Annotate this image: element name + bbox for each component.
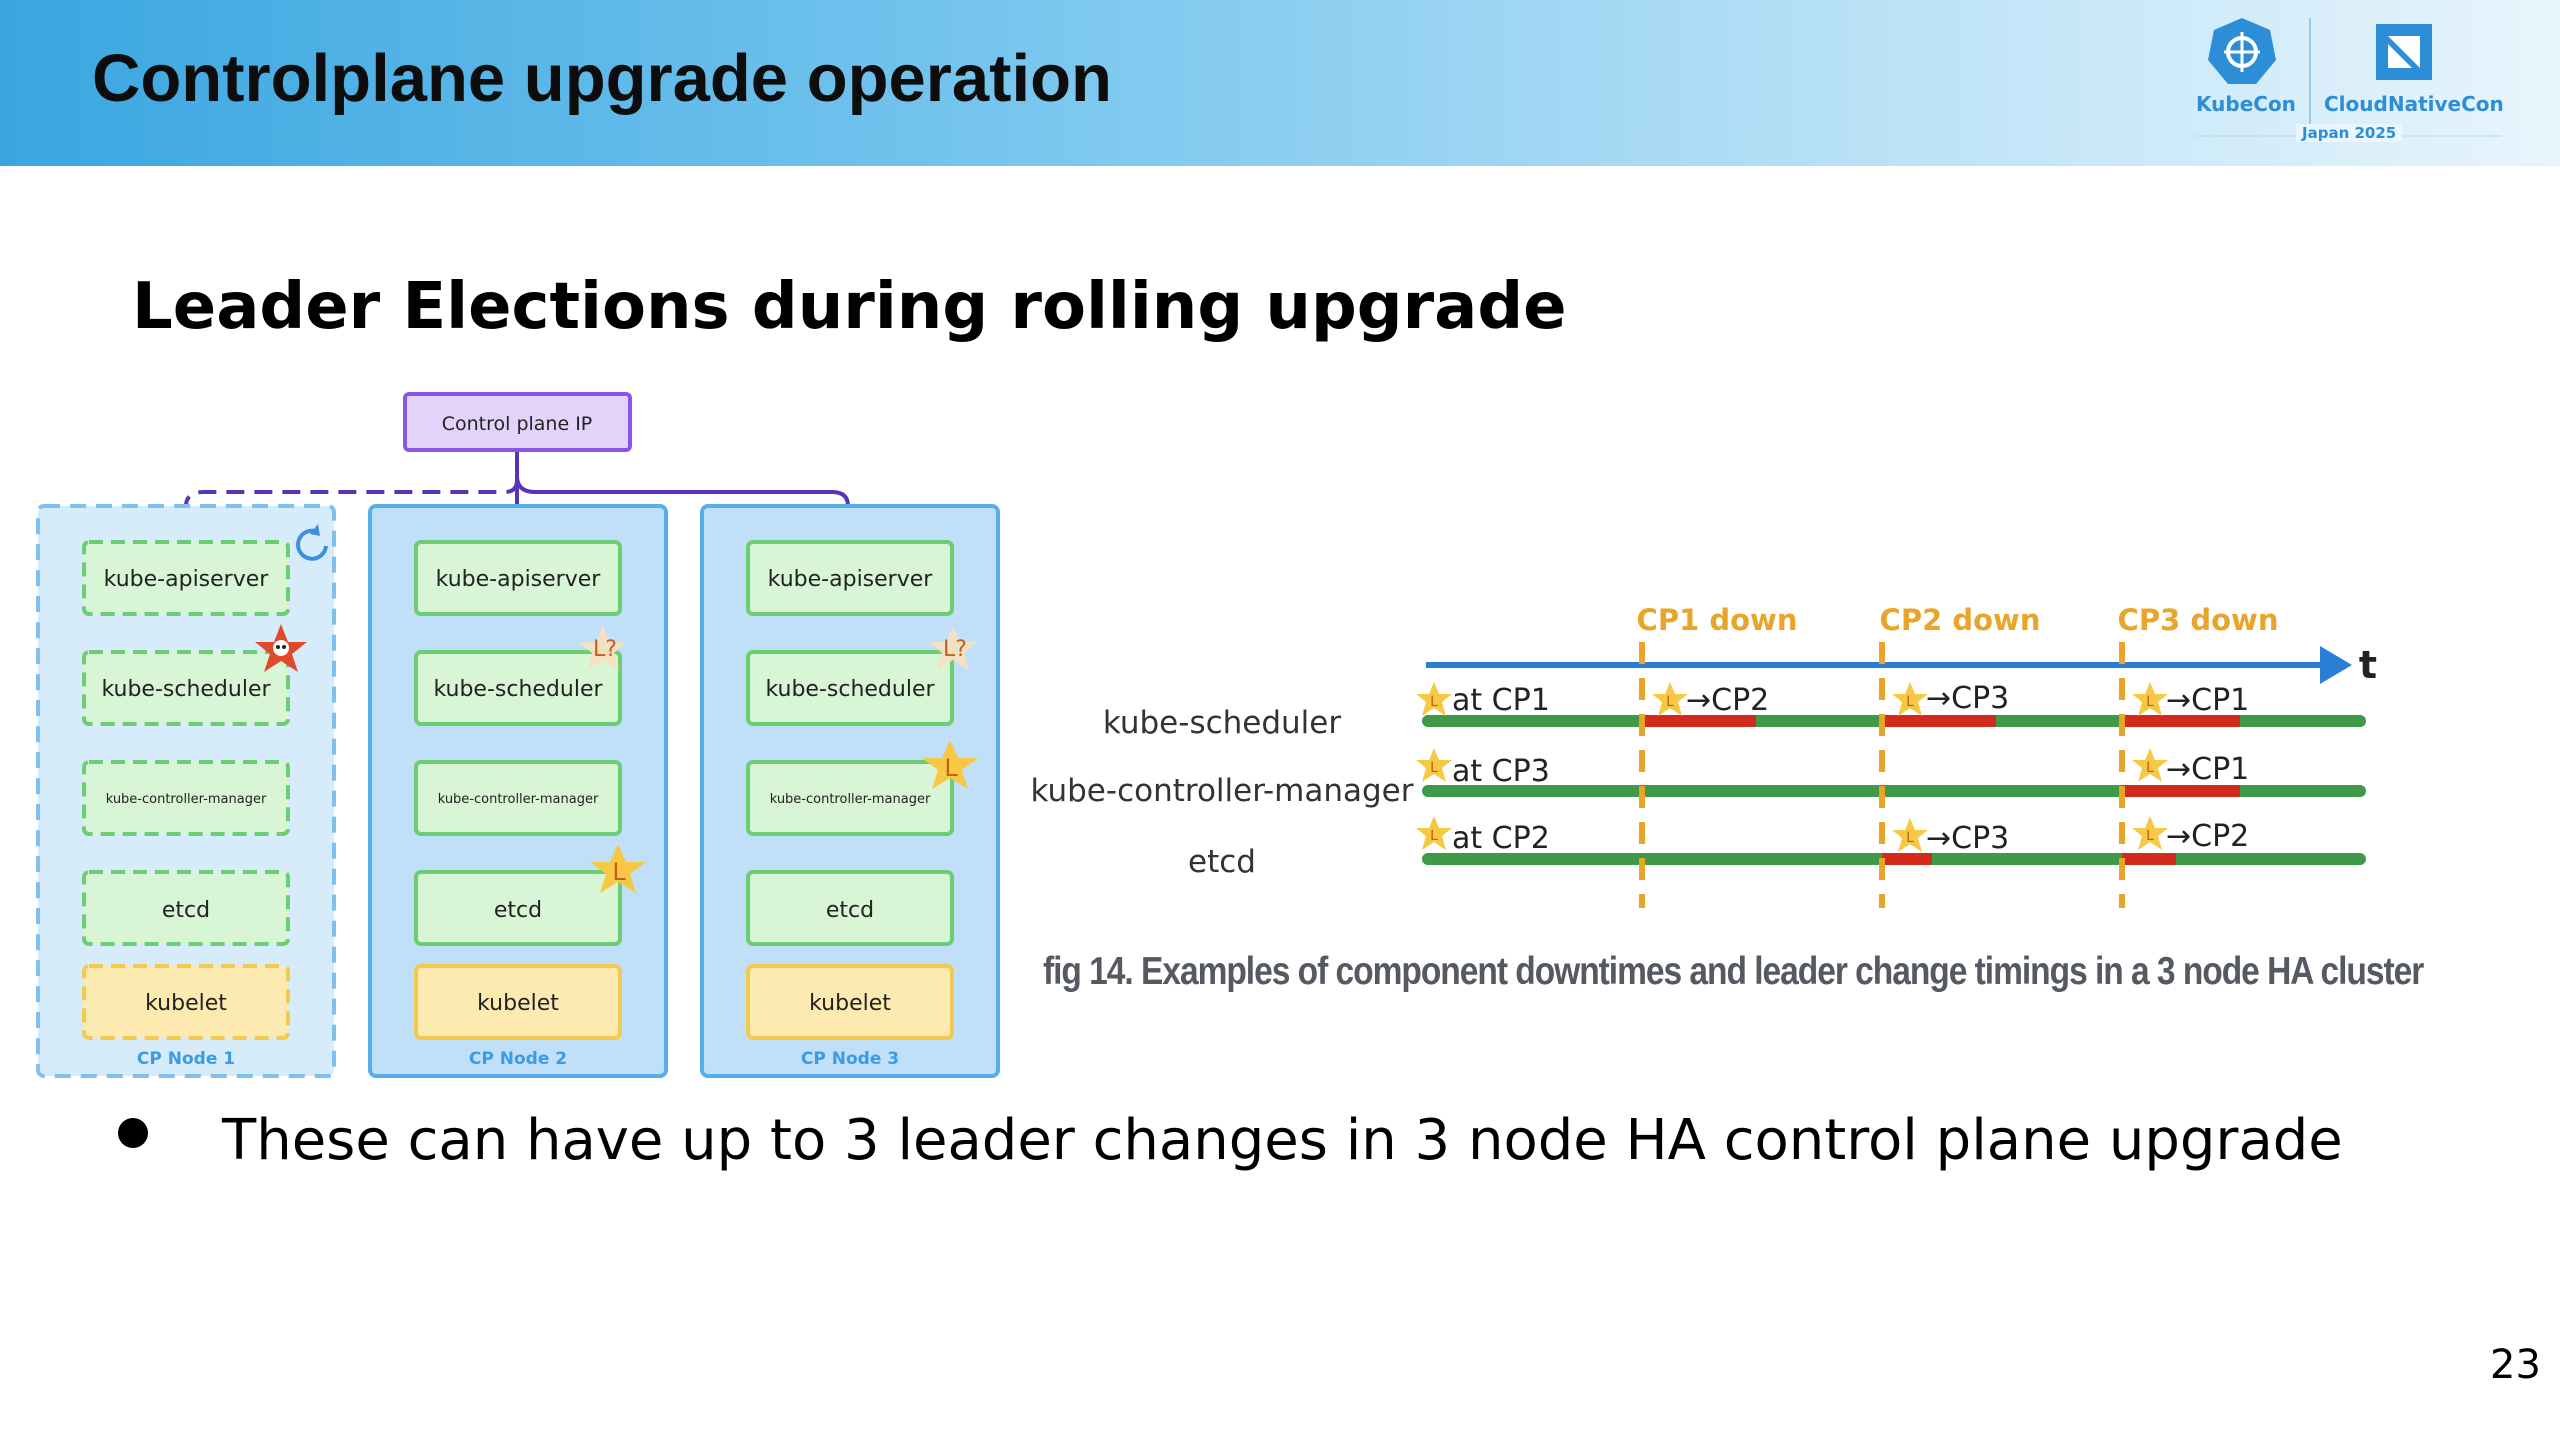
kubecon-logo: KubeCon CloudNativeCon Japan 2025 xyxy=(2190,14,2510,154)
etcd-change-2: →CP2 xyxy=(2166,819,2249,854)
leader-star-icon: L xyxy=(1416,682,1452,716)
star-label: L xyxy=(1430,760,1438,776)
node3-scheduler-badge: L? xyxy=(943,637,967,662)
leader-timeline: CP1 down CP2 down CP3 down t kube-schedu… xyxy=(1030,603,2377,908)
star-label: L xyxy=(1906,694,1914,710)
logo-kubecon-text: KubeCon xyxy=(2196,92,2296,116)
row-label-etcd: etcd xyxy=(1188,844,1256,880)
architecture-diagram: Control plane IP kube-apiserver kube-s xyxy=(36,392,1000,1078)
leader-star-icon: L xyxy=(1892,818,1928,852)
event-cp3-down: CP3 down xyxy=(2118,603,2279,637)
leader-star-icon: L xyxy=(1892,682,1928,716)
event-cp1-down: CP1 down xyxy=(1637,603,1798,637)
node3-controller-badge: L xyxy=(944,754,958,782)
refresh-icon xyxy=(296,524,328,561)
star-label: L xyxy=(2146,760,2154,776)
scheduler-change-1: →CP2 xyxy=(1686,683,1769,718)
logo-event-text: Japan 2025 xyxy=(2296,124,2403,142)
node1-controller: kube-controller-manager xyxy=(106,792,267,807)
node3-etcd: etcd xyxy=(826,898,874,923)
leader-star-icon xyxy=(922,740,978,789)
node1-name: CP Node 1 xyxy=(137,1049,235,1069)
node2-name: CP Node 2 xyxy=(469,1049,567,1069)
leader-star-icon xyxy=(590,844,646,893)
controller-change-1: →CP1 xyxy=(2166,752,2249,787)
node3-name: CP Node 3 xyxy=(801,1049,899,1069)
section-subtitle: Leader Elections during rolling upgrade xyxy=(132,270,1567,344)
etcd-change-1: →CP3 xyxy=(1926,821,2009,856)
slide-title: Controlplane upgrade operation xyxy=(92,41,1112,116)
leader-maybe-star-icon xyxy=(579,626,627,670)
leader-star-icon: L xyxy=(1652,682,1688,716)
scheduler-initial: at CP1 xyxy=(1452,683,1550,718)
row-label-controller: kube-controller-manager xyxy=(1030,773,1413,809)
node2-controller: kube-controller-manager xyxy=(438,792,599,807)
node2-apiserver: kube-apiserver xyxy=(436,567,602,592)
node3-kubelet: kubelet xyxy=(809,991,891,1016)
node1-apiserver: kube-apiserver xyxy=(104,567,270,592)
node1-scheduler: kube-scheduler xyxy=(101,677,271,702)
star-label: L xyxy=(1430,694,1438,710)
leader-star-icon: L xyxy=(1416,748,1452,782)
event-cp2-down: CP2 down xyxy=(1880,603,2041,637)
star-label: L xyxy=(1906,830,1914,846)
page-number: 23 xyxy=(2490,1342,2541,1388)
logo-graphic xyxy=(2196,18,2502,137)
row-label-scheduler: kube-scheduler xyxy=(1103,705,1342,741)
node2-scheduler: kube-scheduler xyxy=(433,677,603,702)
node3-scheduler: kube-scheduler xyxy=(765,677,935,702)
time-axis-label: t xyxy=(2359,643,2377,687)
node1-kubelet: kubelet xyxy=(145,991,227,1016)
leader-star-icon: L xyxy=(2132,748,2168,782)
node2-kubelet: kubelet xyxy=(477,991,559,1016)
logo-cloudnativecon-text: CloudNativeCon xyxy=(2324,92,2504,116)
node2-etcd: etcd xyxy=(494,898,542,923)
leader-star-icon: L xyxy=(2132,682,2168,716)
star-label: L xyxy=(2146,694,2154,710)
bullet-text: These can have up to 3 leader changes in… xyxy=(222,1108,2343,1173)
time-axis-arrowhead xyxy=(2320,646,2352,684)
node2-components xyxy=(414,540,622,1040)
node3-controller: kube-controller-manager xyxy=(770,792,931,807)
figure-caption: fig 14. Examples of component downtimes … xyxy=(1043,950,2424,993)
scheduler-change-2: →CP3 xyxy=(1926,681,2009,716)
node3-apiserver: kube-apiserver xyxy=(768,567,934,592)
leader-maybe-star-icon xyxy=(929,626,977,670)
star-label: L xyxy=(1666,694,1674,710)
bullet-icon xyxy=(118,1118,148,1148)
controller-initial: at CP3 xyxy=(1452,754,1550,789)
control-plane-ip-label: Control plane IP xyxy=(442,413,593,435)
node1-etcd: etcd xyxy=(162,898,210,923)
control-plane-ip-box xyxy=(403,392,632,452)
leader-star-icon: L xyxy=(2132,816,2168,850)
leader-star-icon: L xyxy=(1416,816,1452,850)
star-label: L xyxy=(1430,828,1438,844)
downtime-segments xyxy=(1642,715,2240,865)
scheduler-change-3: →CP1 xyxy=(2166,683,2249,718)
route-arrow-node3 xyxy=(515,475,868,548)
etcd-initial: at CP2 xyxy=(1452,821,1550,856)
header-banner xyxy=(0,0,2560,166)
node2-etcd-badge: L xyxy=(612,858,626,886)
star-label: L xyxy=(2146,828,2154,844)
skull-star-icon xyxy=(255,624,307,672)
node2-scheduler-badge: L? xyxy=(593,637,617,662)
node3-components xyxy=(746,540,954,1040)
node1-components xyxy=(82,540,290,1040)
